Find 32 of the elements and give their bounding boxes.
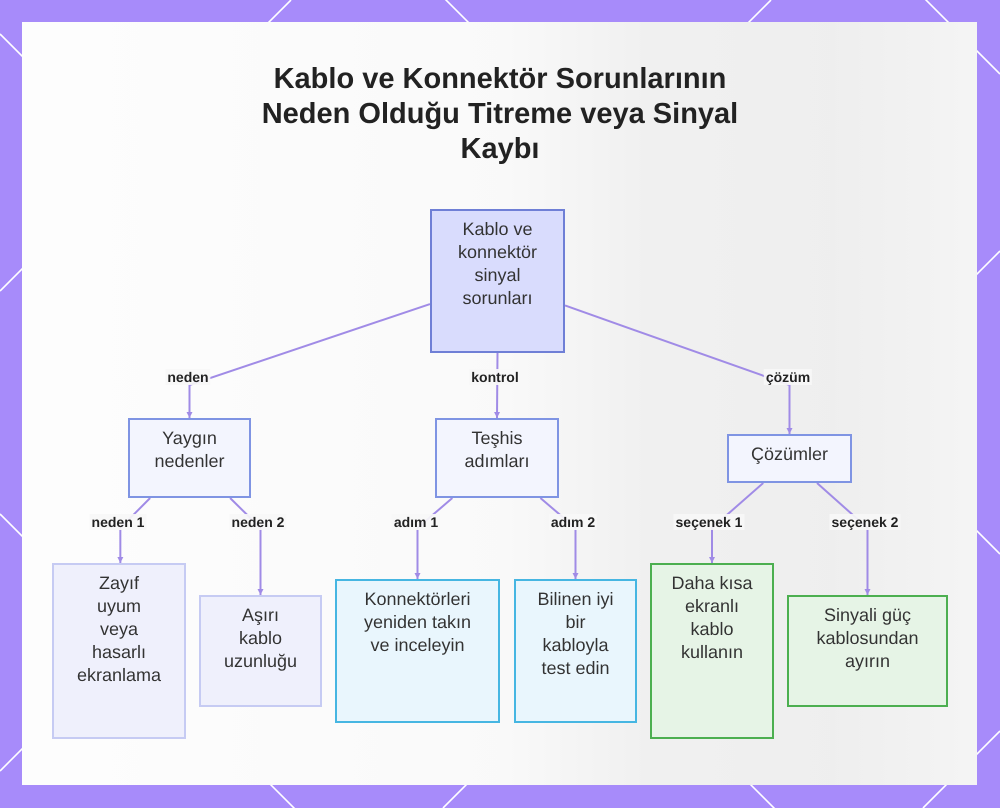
- edge-label: neden 2: [230, 514, 286, 530]
- edge-label: kontrol: [469, 369, 521, 385]
- node-label: Aşırı kablo uzunluğu: [222, 604, 298, 673]
- root-topic-box: [430, 209, 565, 353]
- cause-box: [199, 595, 322, 707]
- edge-label: neden: [165, 369, 211, 385]
- node-label: Konnektörleri yeniden takın ve inceleyin: [362, 588, 472, 657]
- solution-box: [650, 563, 774, 739]
- solution-box: [787, 595, 948, 707]
- node-label: Teşhis adımları: [463, 427, 531, 473]
- category-box: [727, 434, 852, 483]
- connector-arrow: [186, 303, 430, 418]
- node-label: Bilinen iyi bir kabloyla test edin: [536, 588, 615, 680]
- edge-label: neden 1: [90, 514, 146, 530]
- diagram-title: Kablo ve Konnektör Sorunlarının Neden Olduğu Titreme veya Sinyal Kaybı: [260, 62, 740, 167]
- edge-label: adım 1: [392, 514, 440, 530]
- category-box: [128, 418, 251, 498]
- connector-arrow: [564, 304, 792, 434]
- node-label: Çözümler: [750, 443, 830, 466]
- node-label: Kablo ve konnektör sinyal sorunları: [456, 218, 538, 310]
- category-box: [435, 418, 559, 498]
- step-box: [335, 579, 500, 723]
- edge-label: adım 2: [548, 514, 598, 530]
- node-label: Sinyali güç kablosundan ayırın: [815, 604, 920, 673]
- edge-label: seçenek 1: [674, 514, 744, 530]
- cause-box: [52, 563, 186, 739]
- edge-label: çözüm: [764, 369, 812, 385]
- node-label: Daha kısa ekranlı kablo kullanın: [670, 572, 754, 664]
- step-box: [514, 579, 637, 723]
- node-label: Yaygın nedenler: [153, 427, 226, 473]
- edge-label: seçenek 2: [830, 514, 900, 530]
- node-label: Zayıf uyum veya hasarlı ekranlama: [76, 572, 162, 687]
